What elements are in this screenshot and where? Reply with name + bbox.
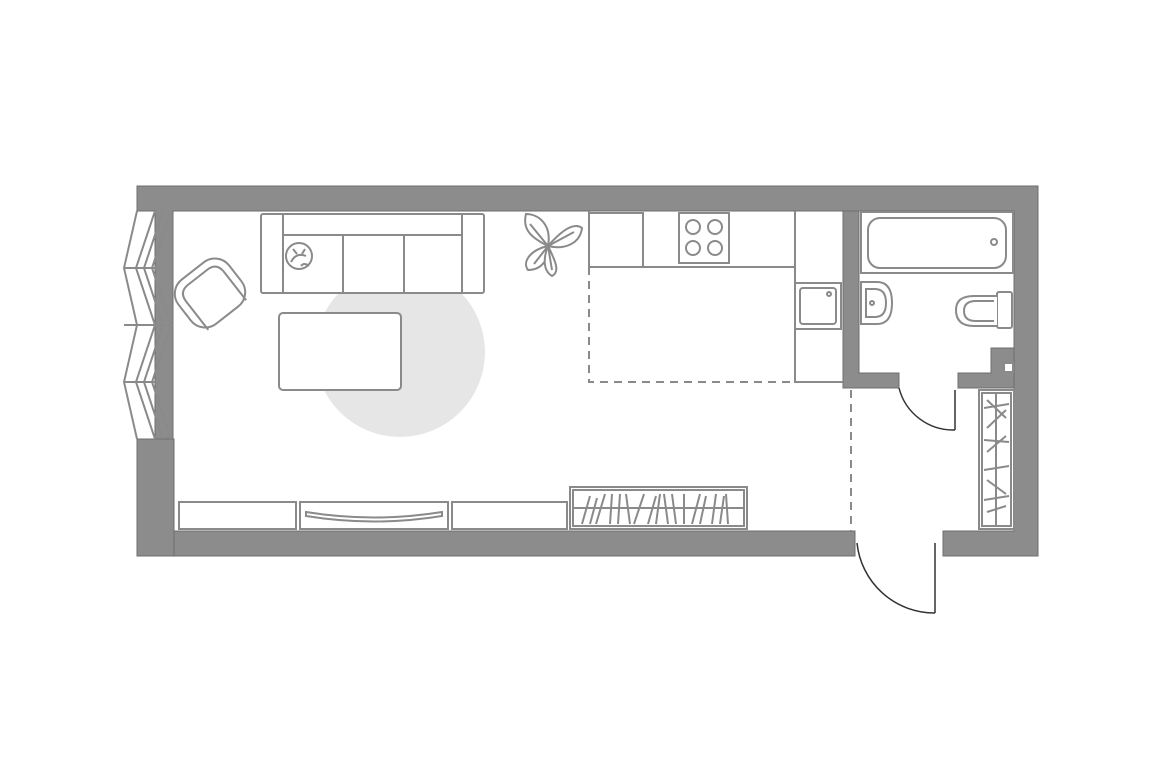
tv-stand <box>178 501 568 530</box>
window-icon <box>122 210 173 440</box>
cat-icon <box>285 242 313 270</box>
wardrobe-icon <box>978 389 1015 530</box>
washbasin-icon <box>860 281 894 325</box>
bathtub-icon <box>860 211 1014 274</box>
entrance-door-swing-icon <box>856 542 936 614</box>
door-swing-icon <box>898 387 956 431</box>
toilet-icon <box>954 291 1013 329</box>
fridge <box>588 212 644 268</box>
walls <box>136 185 1039 557</box>
armchair-icon <box>173 257 247 331</box>
vent <box>1003 362 1014 373</box>
bookshelf <box>569 486 748 530</box>
kitchen-sink-icon <box>794 282 842 330</box>
cooktop-icon <box>678 212 730 264</box>
sofa-icon <box>260 213 485 294</box>
left-wall-block <box>136 438 175 557</box>
coffee-table <box>278 312 402 391</box>
kitchen-counter <box>588 211 843 383</box>
kitchen-zone-outline <box>588 267 795 383</box>
bathroom-partition-right <box>957 347 1015 389</box>
bathroom-partition <box>842 210 900 389</box>
plant-icon <box>524 212 584 278</box>
